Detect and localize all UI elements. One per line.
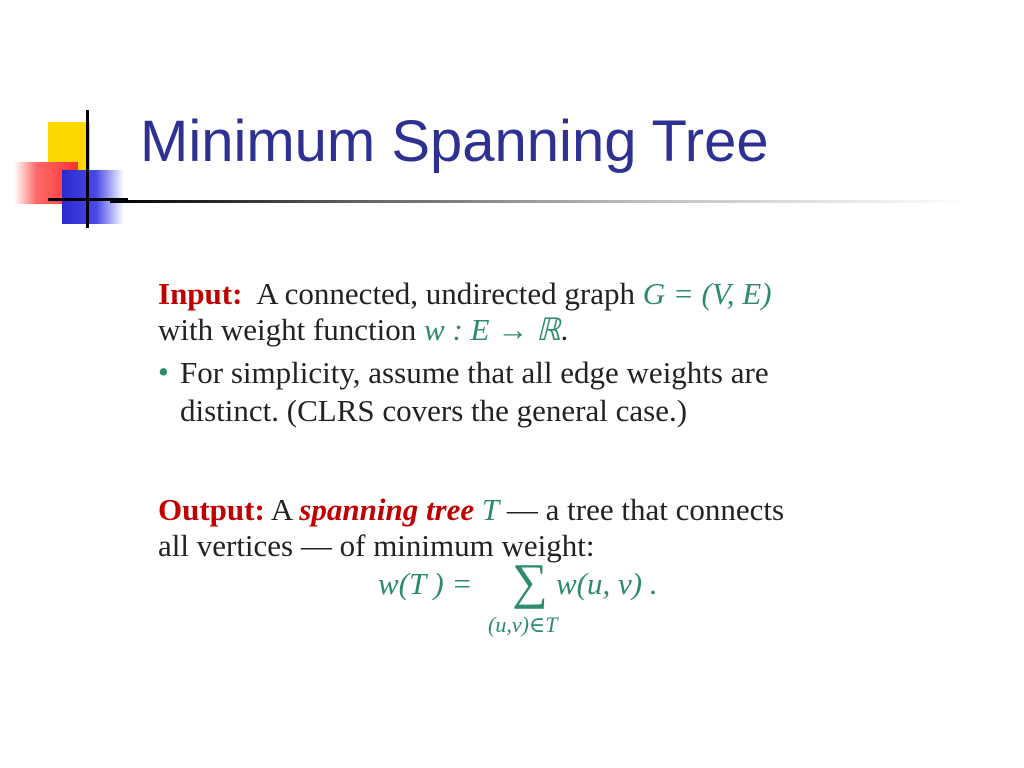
bullet-item: • For simplicity, assume that all edge w… bbox=[158, 354, 938, 430]
section-gap bbox=[158, 430, 938, 492]
tree-variable: T bbox=[481, 492, 500, 527]
bullet-line-2: distinct. (CLRS covers the general case.… bbox=[180, 393, 688, 428]
logo-blue-square bbox=[62, 170, 124, 224]
input-label: Input: bbox=[158, 276, 243, 311]
formula-lhs: w(T ) = bbox=[378, 566, 473, 601]
input-text-2: with weight function bbox=[158, 312, 417, 347]
formula-subscript: (u,v)∈T bbox=[488, 612, 558, 637]
weight-expression: w : E → ℝ bbox=[424, 312, 561, 347]
graph-expression: G = (V, E) bbox=[642, 276, 772, 311]
spanning-tree-term: spanning tree bbox=[299, 492, 475, 527]
weight-formula: w(T ) = ∑ w(u, v) . (u,v)∈T bbox=[378, 556, 698, 650]
output-line-1: Output: A spanning tree T — a tree that … bbox=[158, 492, 938, 528]
bullet-line-1: For simplicity, assume that all edge wei… bbox=[180, 355, 769, 390]
input-line-1: Input: A connected, undirected graph G =… bbox=[158, 276, 938, 312]
output-text-a: A bbox=[270, 492, 292, 527]
input-text-1: A connected, undirected graph bbox=[256, 276, 635, 311]
output-line-2: all vertices — of minimum weight: bbox=[158, 528, 595, 563]
slide-logo bbox=[0, 100, 150, 240]
bullet-icon: • bbox=[158, 354, 169, 389]
input-text-2-end: . bbox=[560, 312, 569, 347]
logo-horizontal-line bbox=[48, 198, 128, 201]
input-line-2: with weight function w : E → ℝ. bbox=[158, 312, 938, 348]
output-label: Output: bbox=[158, 492, 265, 527]
logo-vertical-line bbox=[86, 110, 89, 228]
slide-title: Minimum Spanning Tree bbox=[140, 109, 769, 174]
title-underline bbox=[110, 200, 970, 203]
slide-body: Input: A connected, undirected graph G =… bbox=[158, 276, 938, 564]
output-text-b: — a tree that connects bbox=[506, 492, 785, 527]
summation-symbol: ∑ bbox=[512, 553, 548, 609]
formula-rhs: w(u, v) . bbox=[556, 566, 658, 601]
